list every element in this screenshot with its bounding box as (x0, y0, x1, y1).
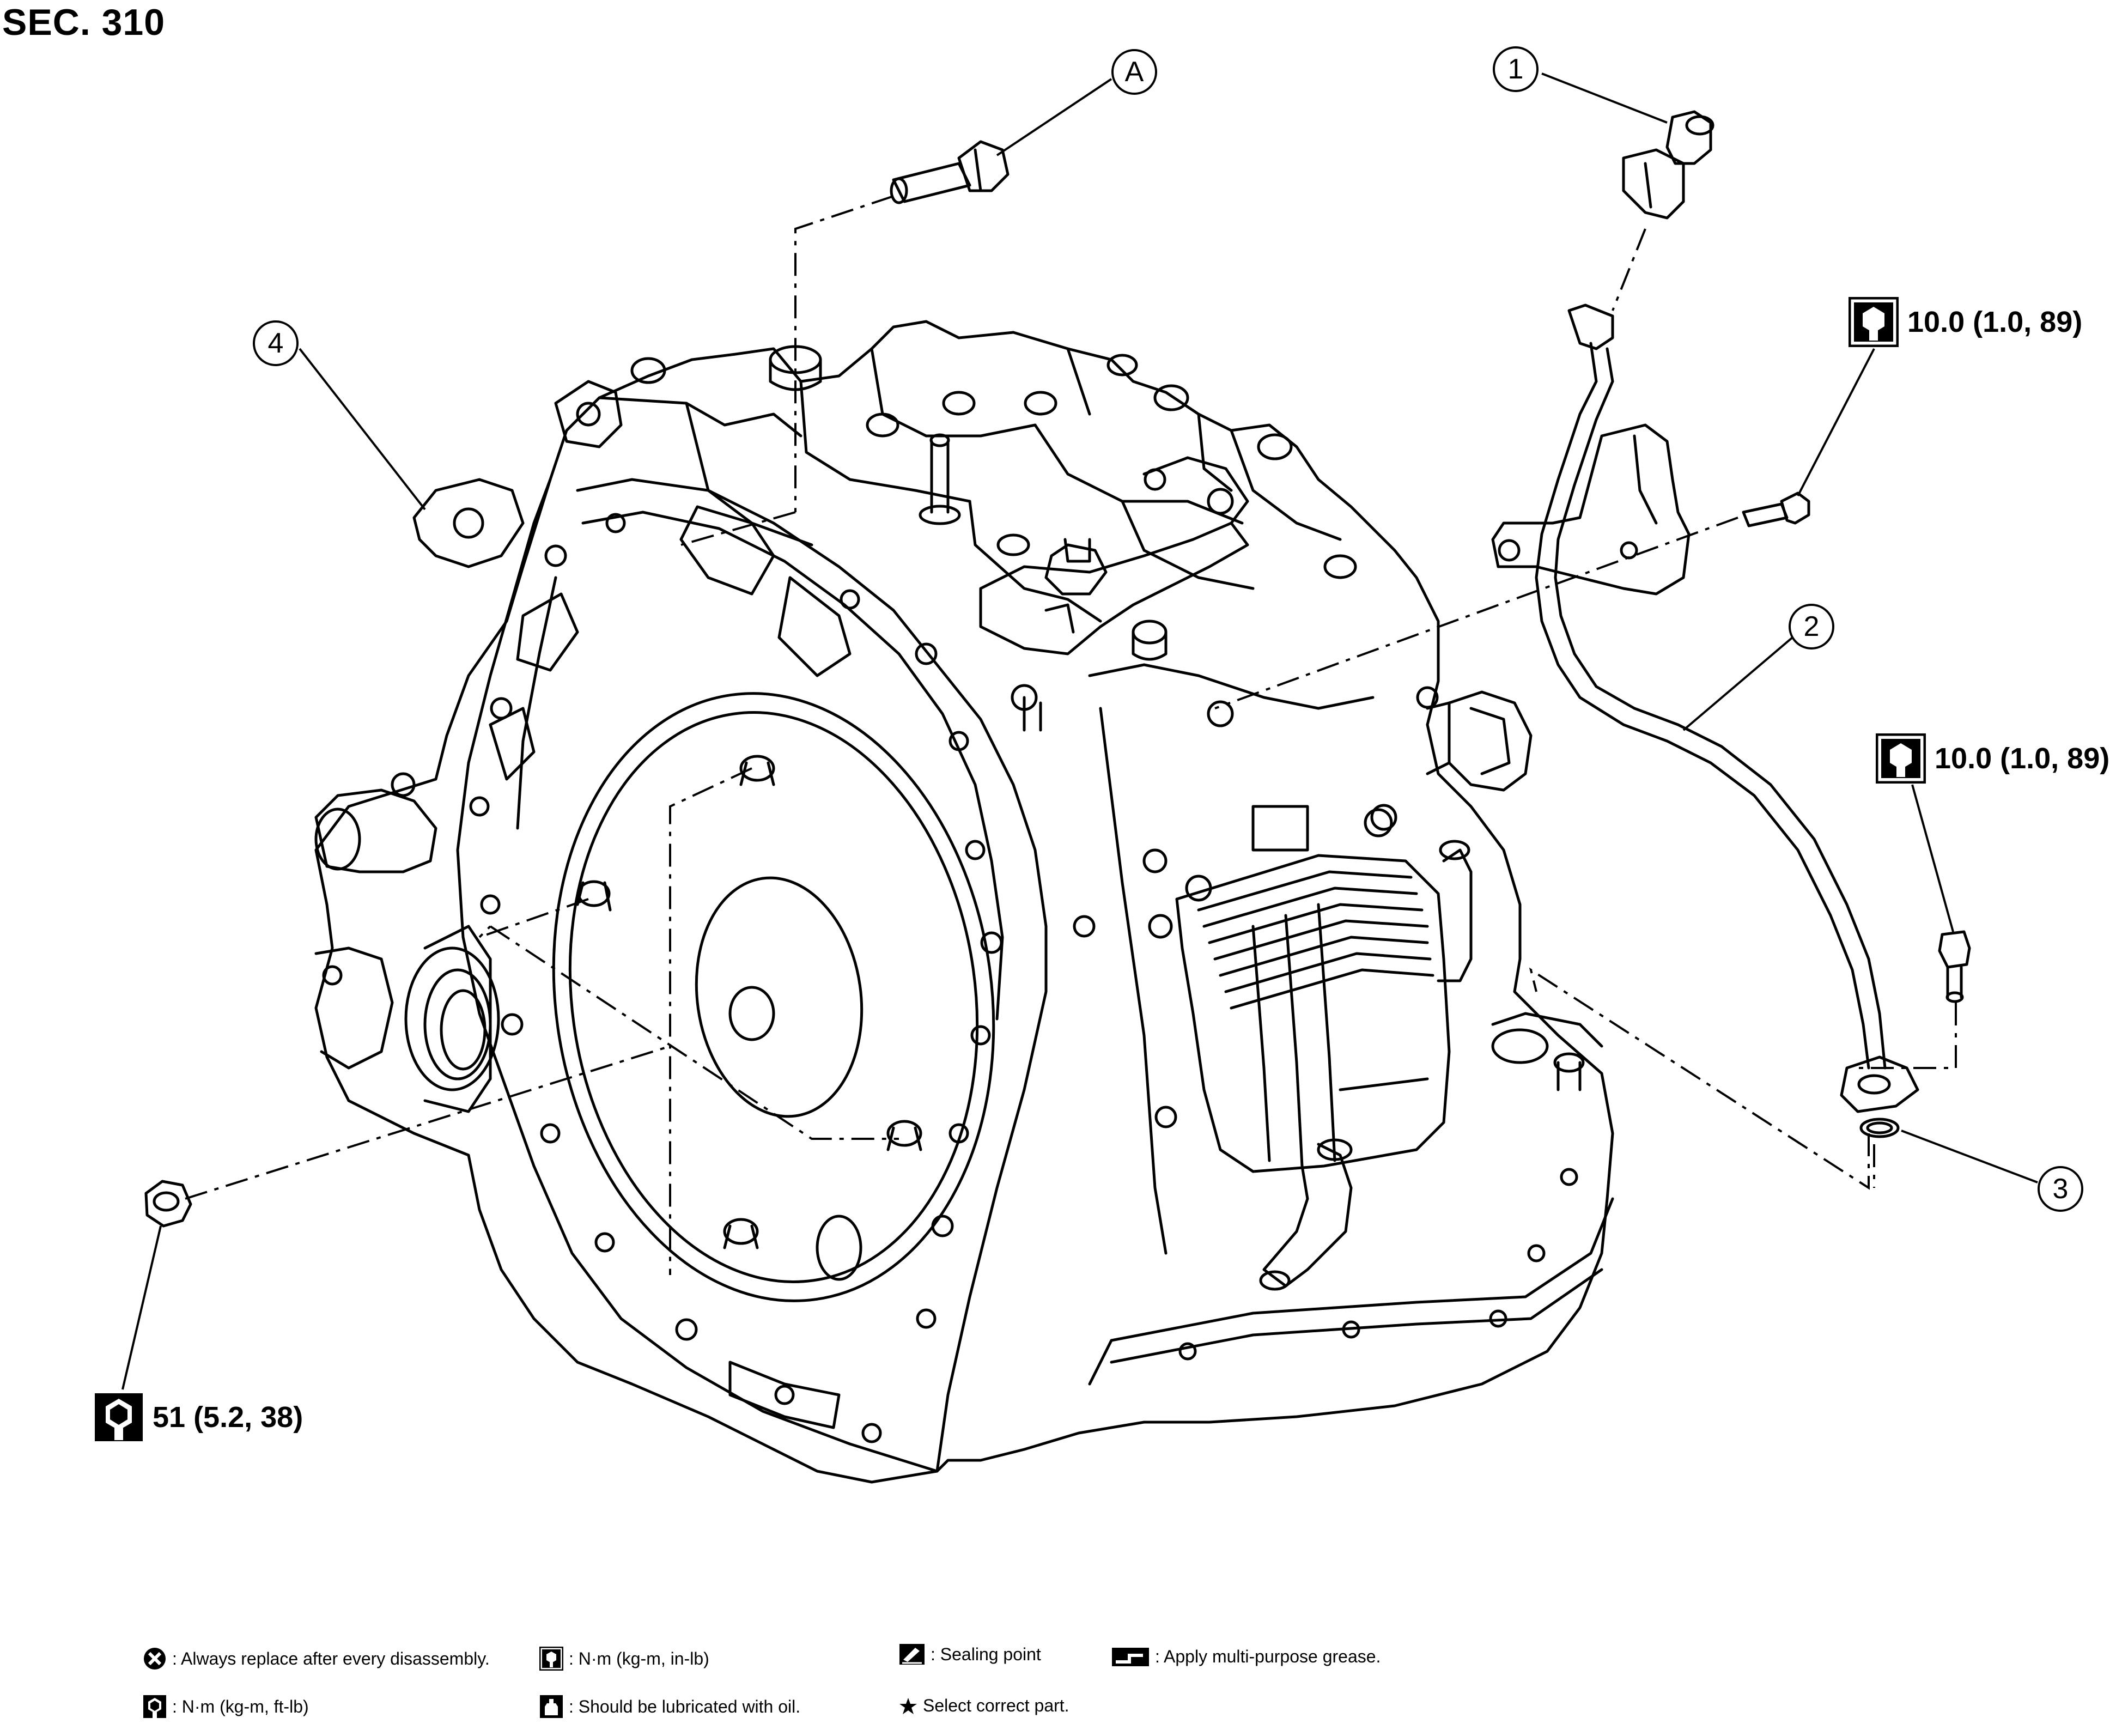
torque-wrench-icon (95, 1393, 143, 1441)
torque-wrench-icon (539, 1647, 563, 1671)
section-title: SEC. 310 (2, 2, 166, 43)
leader-1 (1541, 72, 1668, 124)
leader-torque-1 (1797, 348, 1875, 496)
legend-select-part: Select correct part. (899, 1696, 1069, 1716)
legend-lubricate-oil: : Should be lubricated with oil. (539, 1695, 800, 1719)
part-3-o-ring (1859, 1118, 1900, 1138)
bracket-bolt (1742, 491, 1810, 527)
torque-wrench-icon (143, 1695, 166, 1718)
leader-torque-3 (121, 1225, 162, 1390)
legend-multipurpose-grease: : Apply multi-purpose grease. (1111, 1647, 1381, 1667)
callout-4: 4 (253, 320, 299, 366)
oil-cooler (1148, 808, 1473, 1291)
callout-1: 1 (1493, 46, 1539, 92)
part-1-connector (1622, 110, 1714, 220)
torque-value: 10.0 (1.0, 89) (1907, 306, 2083, 338)
callout-a: A (1111, 49, 1157, 95)
torque-wrench-icon (1876, 733, 1926, 784)
drain-plug (144, 1180, 192, 1228)
leader-4 (299, 348, 426, 511)
leader-a (996, 78, 1112, 156)
torque-spec-bracket-bolt: 10.0 (1.0, 89) (1849, 297, 2082, 347)
grease-icon (1112, 1647, 1149, 1666)
legend-always-replace: : Always replace after every disassembly… (143, 1647, 490, 1671)
replace-icon (144, 1648, 166, 1670)
torque-wrench-icon (1849, 297, 1899, 347)
transaxle-case (314, 320, 1614, 1484)
legend-nm-ftlb: : N·m (kg-m, ft-lb) (143, 1695, 309, 1719)
torque-spec-drain-plug: 51 (5.2, 38) (94, 1392, 303, 1442)
leader-2 (1682, 636, 1793, 731)
tube-flange-bolt (1938, 930, 1971, 1003)
callout-3: 3 (2038, 1166, 2083, 1212)
sealant-icon (899, 1644, 925, 1665)
callout-2: 2 (1789, 604, 1834, 650)
bolt-a (890, 140, 1010, 204)
leader-torque-2 (1911, 784, 1954, 932)
part-2-tube (1491, 304, 1919, 1113)
oil-can-icon (540, 1695, 563, 1718)
legend-sealing-point: : Sealing point (899, 1643, 1041, 1665)
leader-3 (1901, 1130, 2038, 1183)
torque-value: 10.0 (1.0, 89) (1935, 742, 2110, 775)
torque-value: 51 (5.2, 38) (153, 1401, 303, 1434)
torque-spec-tube-bolt: 10.0 (1.0, 89) (1876, 733, 2109, 784)
star-icon (899, 1697, 917, 1714)
legend-nm-inlb: : N·m (kg-m, in-lb) (539, 1647, 709, 1671)
